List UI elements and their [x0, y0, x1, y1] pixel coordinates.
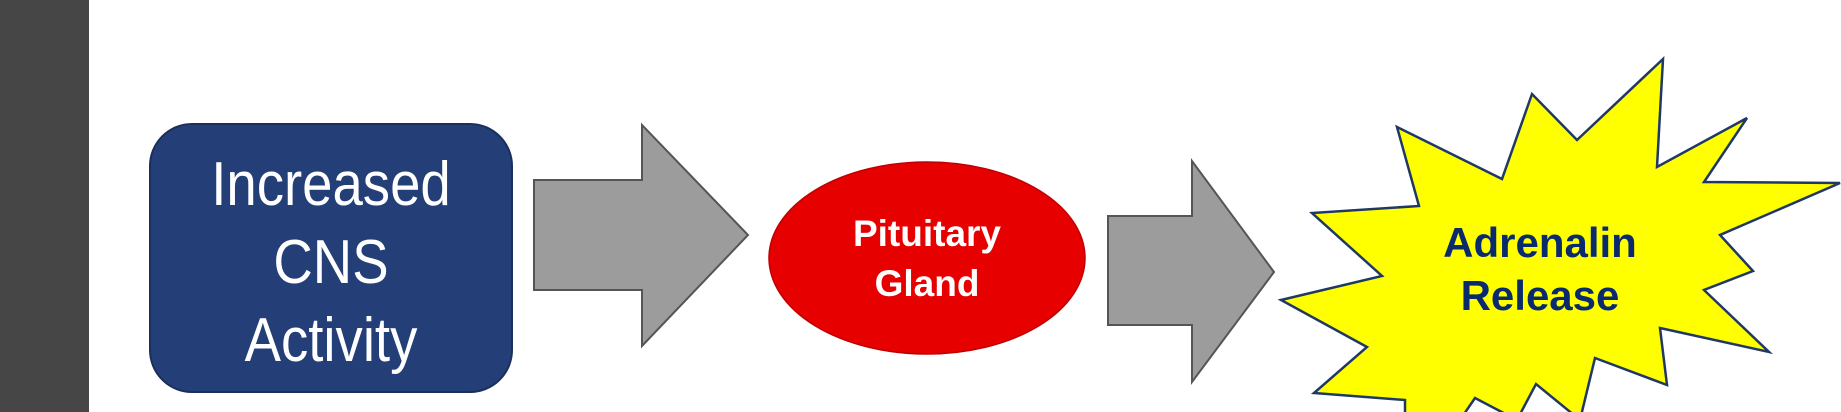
arrow-right-icon: [1107, 157, 1276, 386]
cns-line-1: Increased: [211, 150, 451, 219]
arrow-right-icon: [533, 122, 750, 349]
cns-line-2: CNS: [273, 228, 388, 297]
pituitary-gland-ellipse: Pituitary Gland: [768, 161, 1086, 355]
pituitary-line-1: Pituitary: [853, 213, 1001, 254]
adrenalin-line-2: Release: [1461, 272, 1620, 319]
cns-activity-box: Increased CNS Activity: [149, 123, 513, 393]
pituitary-line-2: Gland: [875, 263, 980, 304]
side-bar: [0, 0, 89, 412]
cns-line-3: Activity: [245, 306, 418, 375]
adrenalin-release-burst: Adrenalin Release: [1277, 55, 1841, 412]
adrenalin-line-1: Adrenalin: [1443, 219, 1637, 266]
